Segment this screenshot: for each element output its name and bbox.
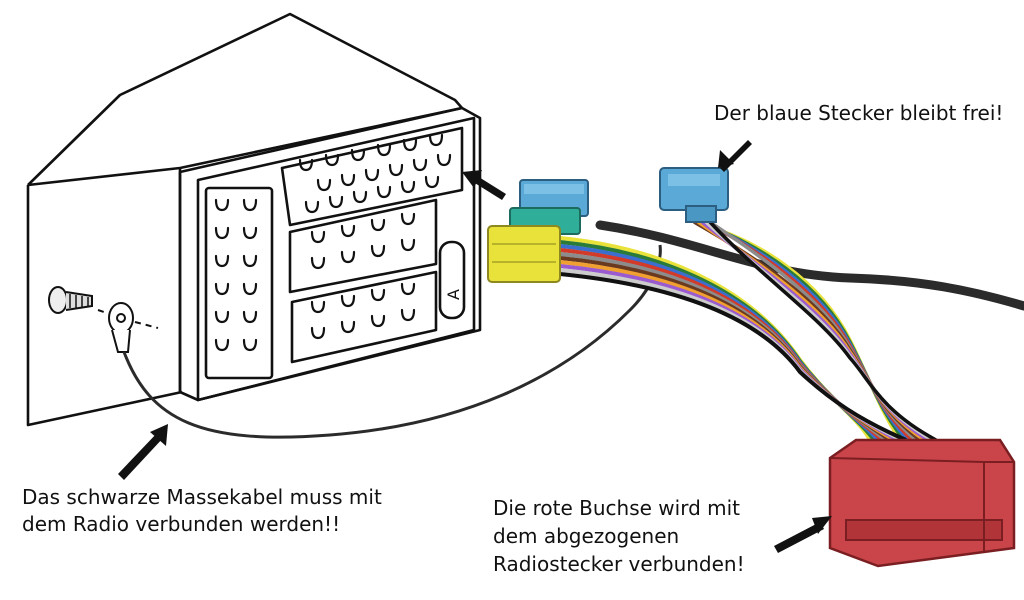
note-line: Das schwarze Massekabel muss mit xyxy=(22,484,382,511)
pin xyxy=(244,256,256,266)
pin xyxy=(342,322,354,332)
pin xyxy=(372,246,384,256)
pin xyxy=(390,165,402,175)
pin xyxy=(312,302,324,312)
pin xyxy=(354,192,366,202)
wire xyxy=(710,222,936,440)
pin xyxy=(342,296,354,306)
pin xyxy=(342,226,354,236)
pin xyxy=(244,228,256,238)
pin xyxy=(402,284,414,294)
pin xyxy=(372,220,384,230)
pin xyxy=(216,340,228,350)
pin xyxy=(244,312,256,322)
pin xyxy=(342,252,354,262)
arrow-icon xyxy=(462,170,506,200)
pin xyxy=(342,175,354,185)
pin xyxy=(438,155,450,165)
wire xyxy=(560,258,890,440)
pin xyxy=(312,258,324,268)
note-line: dem Radio verbunden werden!! xyxy=(22,511,382,538)
pin xyxy=(426,177,438,187)
ground-lug xyxy=(98,303,158,352)
pin xyxy=(312,328,324,338)
pin xyxy=(216,284,228,294)
slot-letter: A xyxy=(444,289,463,300)
pin xyxy=(244,340,256,350)
pin xyxy=(244,284,256,294)
pin xyxy=(372,290,384,300)
pin xyxy=(402,182,414,192)
pin xyxy=(330,197,342,207)
red-socket-note: Die rote Buchse wird mit dem abgezogenen… xyxy=(493,494,745,578)
pin xyxy=(366,170,378,180)
pin xyxy=(216,312,228,322)
red-socket xyxy=(830,440,1014,566)
wire-bundle xyxy=(560,222,936,440)
pin xyxy=(216,200,228,210)
note-line: dem abgezogenen xyxy=(493,522,745,550)
pin xyxy=(244,200,256,210)
arrow-icon xyxy=(774,516,832,553)
radio-housing xyxy=(28,14,462,425)
pin xyxy=(414,160,426,170)
pin xyxy=(402,214,414,224)
pin xyxy=(216,256,228,266)
pin xyxy=(318,180,330,190)
ground-cable-note: Das schwarze Massekabel muss mit dem Rad… xyxy=(22,484,382,538)
pin xyxy=(216,228,228,238)
arrow-icon xyxy=(718,140,752,172)
blue-connector-note: Der blaue Stecker bleibt frei! xyxy=(714,100,1003,127)
loose-blue-connector xyxy=(660,168,728,222)
yellow-plug xyxy=(488,226,560,282)
pin xyxy=(312,232,324,242)
arrow-icon xyxy=(118,424,168,480)
pin xyxy=(372,316,384,326)
pin xyxy=(306,202,318,212)
note-line: Die rote Buchse wird mit xyxy=(493,494,745,522)
pin xyxy=(402,240,414,250)
pin xyxy=(402,310,414,320)
ground-screw xyxy=(49,287,92,313)
note-line: Radiostecker verbunden! xyxy=(493,550,745,578)
radio-connector-panel: A xyxy=(180,108,480,400)
pin xyxy=(430,135,442,145)
note-line: Der blaue Stecker bleibt frei! xyxy=(714,100,1003,127)
pin xyxy=(378,187,390,197)
